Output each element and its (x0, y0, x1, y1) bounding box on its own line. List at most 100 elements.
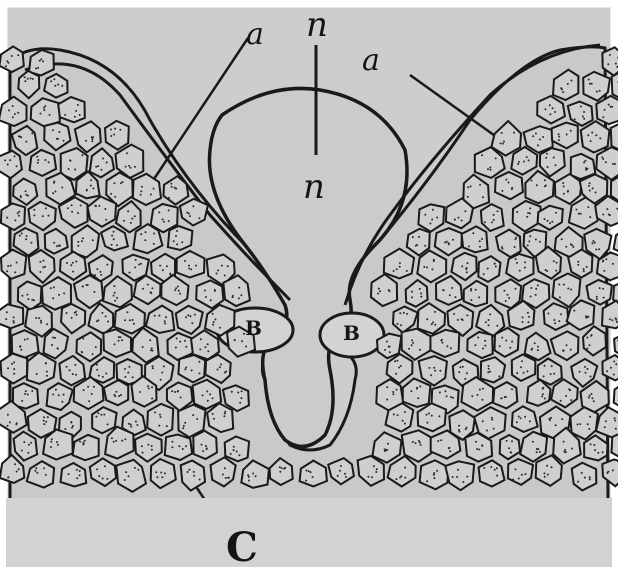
cell-stipple (111, 244, 113, 246)
cell-stipple (610, 367, 612, 369)
cell-stipple (82, 444, 84, 446)
cell-stipple (195, 265, 197, 267)
cell-stipple (527, 212, 529, 214)
cell-stipple (130, 167, 132, 169)
cell-stipple (44, 266, 46, 268)
cell-stipple (238, 454, 240, 456)
cell-stipple (171, 390, 173, 392)
cell-stipple (163, 221, 165, 223)
cell-stipple (27, 78, 29, 80)
cell-stipple (501, 132, 503, 134)
cell-stipple (392, 391, 394, 393)
cell-stipple (493, 219, 495, 221)
cell-stipple (451, 287, 453, 289)
cell-stipple (150, 194, 152, 196)
label-B-right: B (343, 323, 360, 343)
cell-stipple (426, 480, 428, 482)
cell-stipple (522, 316, 524, 318)
cell-stipple (466, 372, 468, 374)
cell-stipple (92, 187, 94, 189)
cell-stipple (193, 475, 195, 477)
cell-stipple (116, 244, 118, 246)
cell-stipple (589, 476, 591, 478)
cell-stipple (467, 196, 469, 198)
cell-stipple (337, 475, 339, 477)
cell-stipple (478, 449, 480, 451)
label-n-center: n (303, 170, 325, 204)
cell-stipple (70, 264, 72, 266)
cell-stipple (544, 476, 546, 478)
cell-stipple (508, 182, 510, 184)
cell-stipple (472, 232, 474, 234)
cell-stipple (42, 60, 44, 62)
cell-stipple (577, 264, 579, 266)
cell-stipple (541, 396, 543, 398)
tissue-cell (168, 226, 193, 250)
cell-stipple (103, 414, 105, 416)
cell-stipple (529, 213, 531, 215)
cell-stipple (420, 444, 422, 446)
cell-stipple (419, 288, 421, 290)
cell-stipple (566, 344, 568, 346)
cell-stipple (587, 206, 589, 208)
cell-stipple (476, 448, 478, 450)
cell-stipple (44, 159, 46, 161)
cell-stipple (598, 248, 600, 250)
cell-stipple (16, 262, 18, 264)
cell-stipple (154, 315, 156, 317)
cell-stipple (72, 373, 74, 375)
cell-stipple (160, 416, 162, 418)
cell-stipple (188, 265, 190, 267)
cell-stipple (615, 63, 617, 65)
cell-stipple (121, 440, 123, 442)
cell-stipple (589, 416, 591, 418)
cell-stipple (72, 262, 74, 264)
cell-stipple (508, 297, 510, 299)
cell-stipple (279, 471, 281, 473)
cell-stipple (524, 267, 526, 269)
cell-stipple (386, 399, 388, 401)
cell-stipple (52, 394, 54, 396)
cell-stipple (560, 313, 562, 315)
cell-stipple (158, 211, 160, 213)
cell-stipple (376, 468, 378, 470)
cell-stipple (9, 159, 11, 161)
cell-stipple (446, 241, 448, 243)
cell-stipple (452, 476, 454, 478)
cell-stipple (45, 421, 47, 423)
cell-stipple (488, 324, 490, 326)
cell-stipple (53, 286, 55, 288)
cell-stipple (133, 323, 135, 325)
cell-stipple (589, 83, 591, 85)
cell-stipple (565, 451, 567, 453)
cell-stipple (228, 477, 230, 479)
cell-stipple (583, 118, 585, 120)
cell-stipple (140, 233, 142, 235)
cell-stipple (43, 423, 45, 425)
cell-stipple (524, 416, 526, 418)
cell-stipple (586, 348, 588, 350)
cell-stipple (53, 181, 55, 183)
cell-stipple (397, 414, 399, 416)
cell-stipple (141, 186, 143, 188)
cell-stipple (184, 368, 186, 370)
cell-stipple (72, 425, 74, 427)
cell-stipple (171, 186, 173, 188)
cell-stipple (14, 113, 16, 115)
cell-stipple (71, 211, 73, 213)
cell-stipple (486, 430, 488, 432)
cell-stipple (13, 320, 15, 322)
cell-stipple (204, 290, 206, 292)
cell-stipple (77, 104, 79, 106)
cell-stipple (615, 428, 617, 430)
cell-stipple (35, 317, 37, 319)
cell-stipple (484, 345, 486, 347)
cell-stipple (53, 242, 55, 244)
cell-stipple (546, 465, 548, 467)
cell-stipple (140, 263, 142, 265)
cell-stipple (96, 369, 98, 371)
cell-stipple (79, 474, 81, 476)
cell-stipple (561, 88, 563, 90)
cell-stipple (563, 284, 565, 286)
cell-stipple (205, 296, 207, 298)
